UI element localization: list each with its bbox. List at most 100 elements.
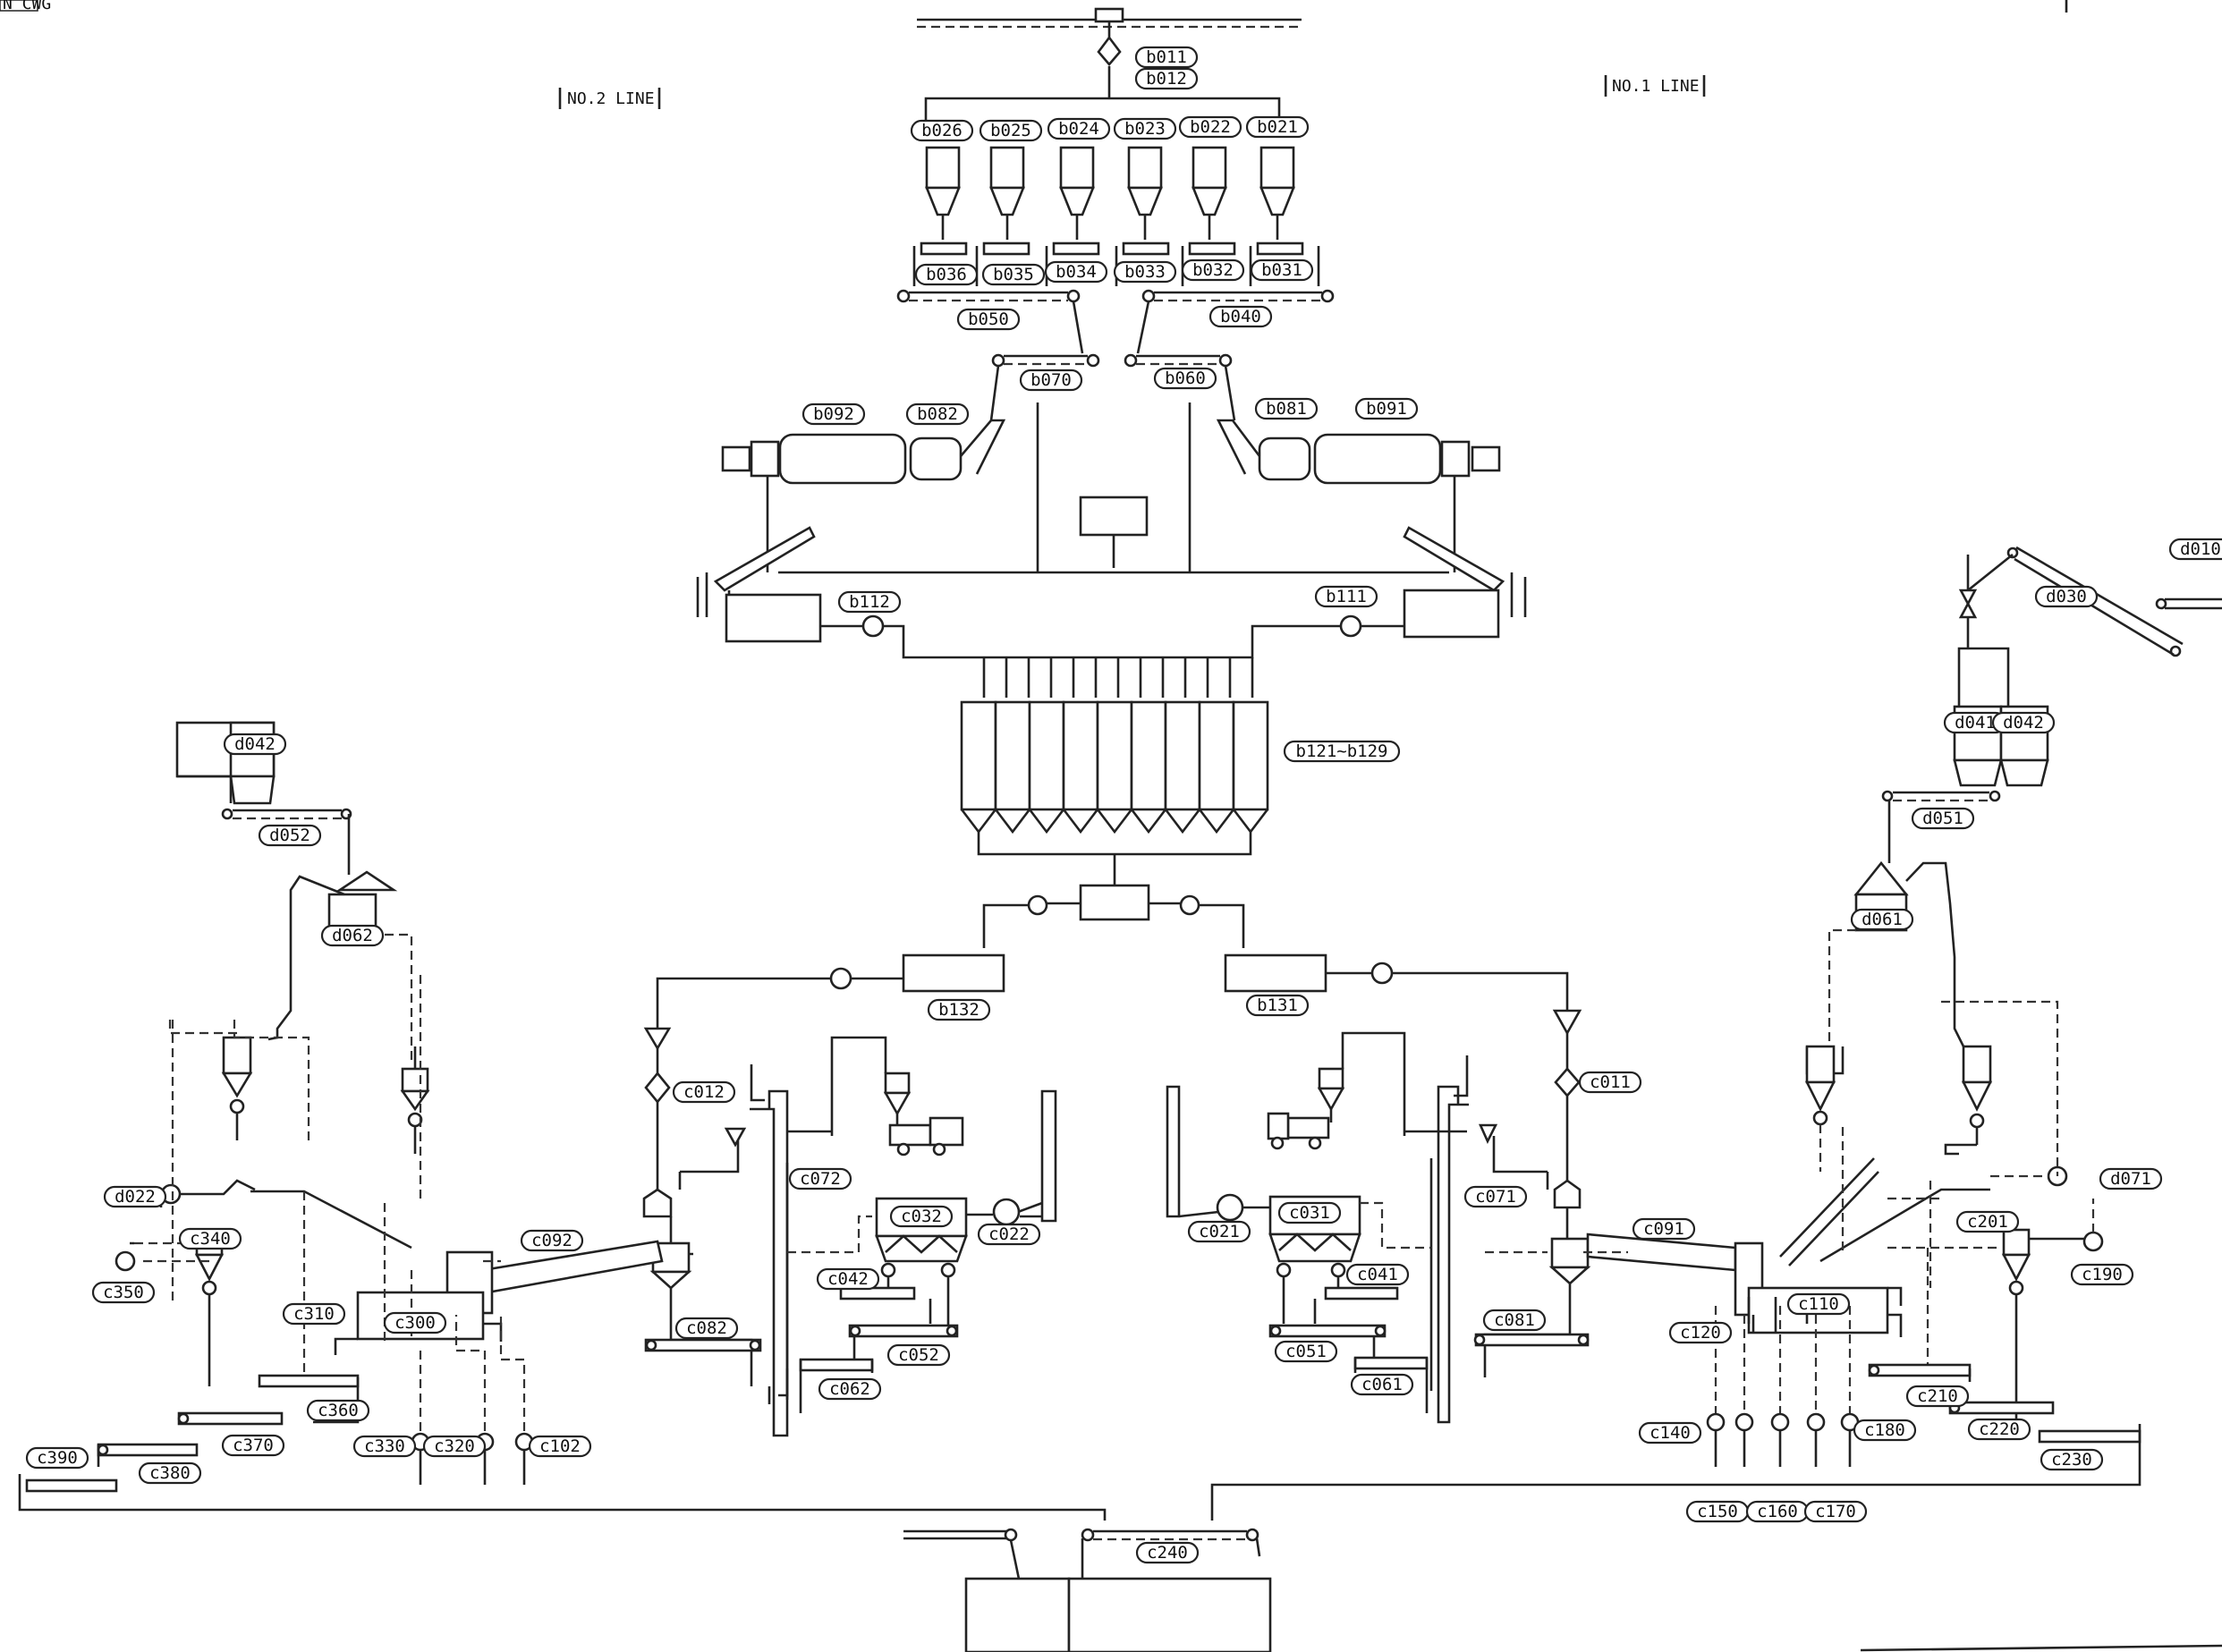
tag-c032: c032 [889,1205,954,1228]
tag-outline [1463,1185,1528,1208]
tag-label: b026 [921,121,963,140]
tag-outline [520,1229,584,1252]
tag-label: b092 [813,404,854,424]
water-tank [1079,496,1149,537]
tag-outline [1044,260,1108,284]
tag-outline [1578,1071,1642,1094]
classifier-left [696,526,822,643]
tag-label: c091 [1643,1219,1684,1239]
tag-b012: b012 [1134,67,1199,90]
tag-b091: b091 [1354,397,1419,420]
tag-d022: d022 [103,1185,167,1208]
tag-label: b131 [1257,995,1298,1015]
tag-c360: c360 [306,1399,370,1422]
tag-outline [1277,1201,1342,1224]
tag-label: c240 [1147,1543,1188,1563]
tag-b112: b112 [837,590,902,614]
tag-c022: c022 [977,1223,1041,1246]
tag-label: b022 [1190,117,1231,137]
tag-label: c370 [233,1436,274,1455]
tag-label: c380 [149,1463,191,1483]
tag-label: c330 [364,1436,405,1456]
slurry-storage-tanks [960,657,1269,885]
right-kiln-system [1166,546,2222,1521]
tag-outline [977,1223,1041,1246]
left-kiln-system [18,721,1107,1521]
tag-label: c082 [686,1318,727,1338]
tag-label: c160 [1757,1502,1798,1521]
tag-c071: c071 [1463,1185,1528,1208]
tag-c380: c380 [138,1461,202,1485]
tag-outline [1134,46,1199,69]
tag-c061: c061 [1350,1373,1414,1396]
tag-outline [837,590,902,614]
tag-outline [2040,1448,2104,1471]
tag-label: b112 [849,592,890,612]
tag-outline [1113,260,1177,284]
tag-c370: c370 [221,1434,285,1457]
tag-b025: b025 [979,119,1043,142]
tag-label: c041 [1357,1265,1398,1284]
tag-label: d061 [1862,910,1903,929]
tag-label: b070 [1030,370,1072,390]
tag-outline [1911,807,1975,830]
tag-b034: b034 [1044,260,1108,284]
tag-outline [320,924,385,947]
tag-b111: b111 [1314,585,1378,608]
tag-c120: c120 [1668,1321,1733,1344]
tag-label: b111 [1326,587,1367,606]
tag-c041: c041 [1345,1263,1410,1286]
tag-label: d042 [2003,713,2044,733]
tag-outline [886,1343,951,1367]
tag-label: c300 [394,1313,436,1333]
tag-outline [1254,397,1319,420]
tag-d061: d061 [1850,908,1914,931]
tag-outline [1638,1421,1702,1444]
corner-label: N CWG [3,0,51,13]
tag-outline [910,119,974,142]
tag-c300: c300 [383,1311,447,1334]
tag-b092: b092 [801,402,866,426]
tag-outline [979,119,1043,142]
tag-label: b023 [1124,119,1166,139]
tag-c230: c230 [2040,1448,2104,1471]
tag-b023: b023 [1113,117,1177,140]
tag-b060: b060 [1153,367,1217,390]
tag-outline [674,1317,739,1340]
tag-c180: c180 [1853,1419,1917,1442]
tag-c201: c201 [1955,1210,2020,1233]
tag-outline [1853,1419,1917,1442]
tag-b082: b082 [905,402,970,426]
tag-outline [1274,1340,1338,1363]
tag-outline [25,1446,89,1470]
feed-tank-b132 [902,953,1005,993]
tag-outline [1786,1292,1851,1316]
tag-outline [1245,994,1310,1017]
tag-label: c350 [103,1283,144,1302]
tag-b040: b040 [1209,305,1273,328]
tag-label: c042 [827,1269,869,1289]
tag-label: c052 [898,1345,939,1365]
tag-outline [1245,115,1310,139]
top-feed-conveyor [917,7,1302,66]
tag-c240: c240 [1135,1541,1200,1564]
tag-c390: c390 [25,1446,89,1470]
tag-outline [1209,305,1273,328]
tag-d052: d052 [258,824,322,847]
tag-outline [178,1227,242,1250]
tag-label: d022 [114,1187,156,1207]
tag-outline [1178,115,1242,139]
tag-label: d042 [234,734,276,754]
tag-c091: c091 [1632,1217,1696,1241]
tag-outline [1803,1500,1868,1523]
clinker-silo-system [903,1528,1272,1652]
svg-text:NO.1 LINE: NO.1 LINE [1612,77,1700,96]
raw-material-bins [925,146,1295,241]
tag-c031: c031 [1277,1201,1342,1224]
tag-c102: c102 [528,1435,592,1458]
tag-label: b040 [1220,307,1261,326]
tag-b026: b026 [910,119,974,142]
slurry-pumps-top [820,614,1404,659]
tag-outline [2168,538,2222,561]
